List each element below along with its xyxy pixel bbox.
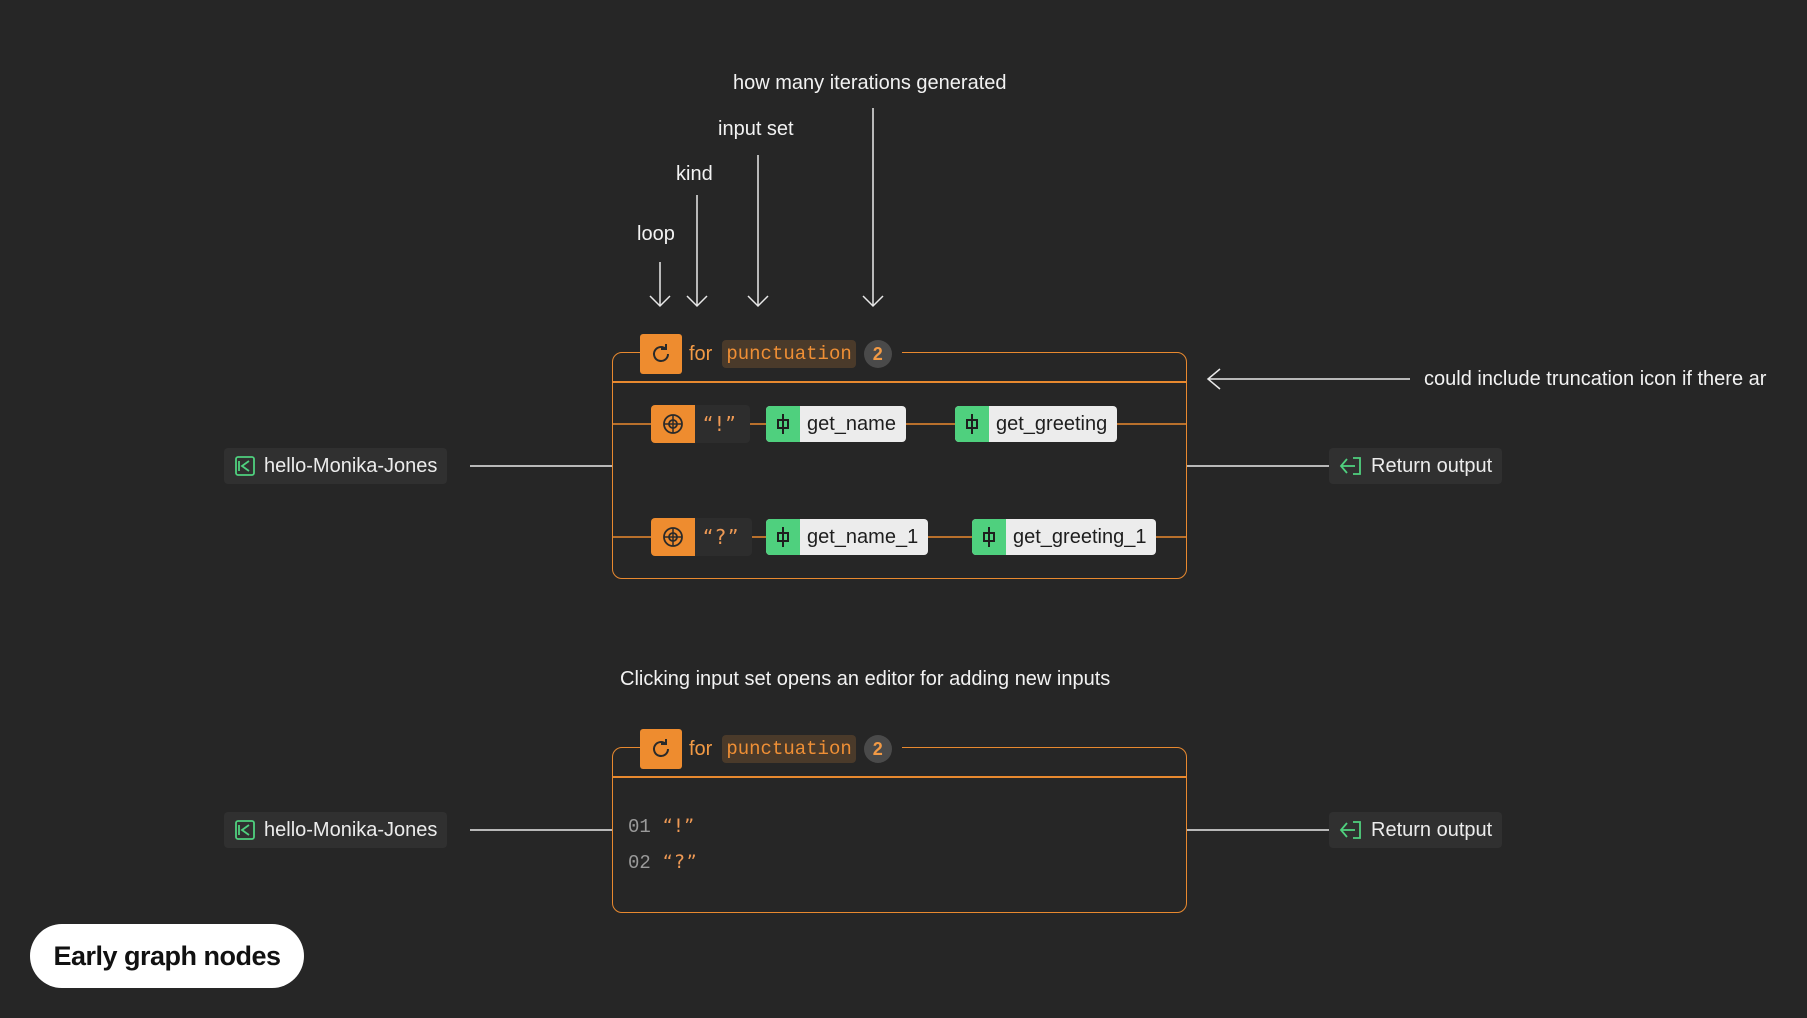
- caption: Clicking input set opens an editor for a…: [620, 668, 1111, 690]
- iteration-value: “?”: [703, 525, 741, 549]
- return-output-label: Return output: [1371, 818, 1493, 841]
- task-node[interactable]: get_name_1: [766, 519, 929, 555]
- iteration-node[interactable]: “?”: [651, 518, 753, 556]
- annotation-input-set: input set: [718, 118, 794, 140]
- task-icon: [766, 519, 800, 555]
- iteration-count-badge: 2: [863, 340, 892, 368]
- return-output-node[interactable]: Return output: [1329, 448, 1503, 484]
- input-list-item[interactable]: 01 “!”: [628, 815, 696, 838]
- iteration-target-icon: [651, 518, 695, 556]
- iteration-node[interactable]: “!”: [651, 405, 750, 443]
- input-list-item[interactable]: 02 “?”: [628, 851, 699, 874]
- input-index: 01: [628, 816, 651, 838]
- loop-header-divider: [612, 381, 1187, 383]
- loop-kind-keyword: for: [689, 342, 713, 365]
- page-title-badge: Early graph nodes: [30, 924, 304, 988]
- loop-header: for punctuation 2: [640, 334, 902, 374]
- input-set-chip[interactable]: punctuation: [722, 735, 856, 763]
- input-value: “?”: [662, 851, 699, 873]
- workflow-input-label: hello-Monika-Jones: [264, 454, 438, 477]
- workflow-input-label: hello-Monika-Jones: [264, 818, 438, 841]
- input-set-chip[interactable]: punctuation: [722, 340, 856, 368]
- task-node[interactable]: get_greeting: [955, 406, 1118, 442]
- task-node[interactable]: get_name: [766, 406, 906, 442]
- input-value: “!”: [662, 815, 697, 837]
- return-output-label: Return output: [1371, 454, 1493, 477]
- workflow-input-node[interactable]: hello-Monika-Jones: [224, 812, 448, 848]
- loop-icon[interactable]: [640, 334, 682, 374]
- iteration-value: “!”: [703, 412, 738, 436]
- annotation-kind: kind: [676, 163, 713, 185]
- task-label: get_greeting: [996, 412, 1108, 435]
- return-output-icon: [1339, 457, 1361, 475]
- workflow-input-node[interactable]: hello-Monika-Jones: [224, 448, 448, 484]
- task-node[interactable]: get_greeting_1: [972, 519, 1157, 555]
- return-output-node[interactable]: Return output: [1329, 812, 1503, 848]
- return-output-icon: [1339, 821, 1361, 839]
- iteration-count-badge: 2: [863, 735, 892, 763]
- loop-header: for punctuation 2: [640, 729, 902, 769]
- annotation-loop: loop: [637, 223, 675, 245]
- task-label: get_greeting_1: [1013, 525, 1147, 548]
- iteration-target-icon: [651, 405, 695, 443]
- input-index: 02: [628, 852, 651, 874]
- task-icon: [766, 406, 800, 442]
- annotation-iterations: how many iterations generated: [733, 72, 1007, 94]
- task-label: get_name: [807, 412, 896, 435]
- workflow-input-icon: [235, 820, 255, 840]
- task-icon: [955, 406, 989, 442]
- annotation-truncation: could include truncation icon if there a…: [1424, 368, 1767, 390]
- task-label: get_name_1: [807, 525, 919, 548]
- loop-kind-keyword: for: [689, 737, 713, 760]
- loop-header-divider: [612, 776, 1187, 778]
- workflow-input-icon: [235, 456, 255, 476]
- loop-icon[interactable]: [640, 729, 682, 769]
- loop-container-expanded: [612, 747, 1187, 913]
- task-icon: [972, 519, 1006, 555]
